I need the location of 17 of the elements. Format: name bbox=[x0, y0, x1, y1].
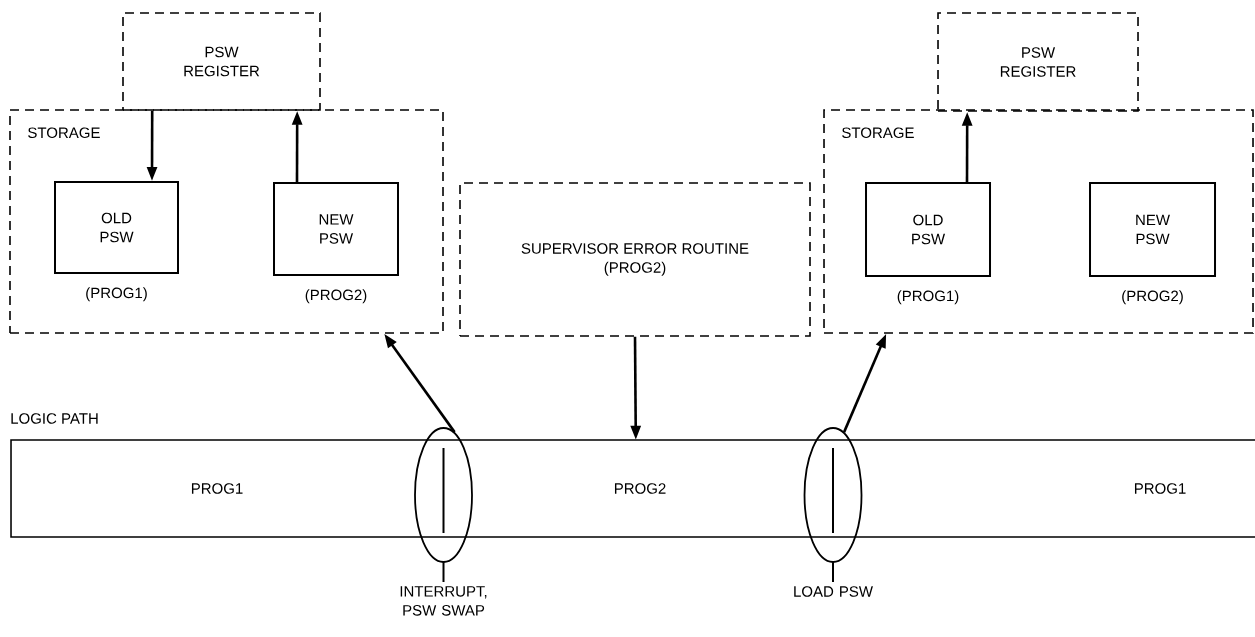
event-caption: LOAD PSW bbox=[794, 586, 873, 597]
psw-box: OLD PSW bbox=[865, 182, 991, 277]
program-caption: (PROG2) bbox=[305, 289, 367, 304]
band-heading: LOGIC PATH bbox=[11, 413, 98, 424]
register-box: PSW REGISTER bbox=[937, 12, 1139, 112]
psw-box: NEW PSW bbox=[273, 182, 399, 276]
program-caption: (PROG2) bbox=[1122, 290, 1183, 305]
psw-box: NEW PSW bbox=[1089, 182, 1216, 277]
event-caption: INTERRUPT, PSW SWAP bbox=[400, 586, 487, 616]
segment-label: PROG2 bbox=[614, 483, 666, 494]
segment-label: PROG1 bbox=[1135, 483, 1186, 494]
program-caption: (PROG1) bbox=[86, 287, 147, 302]
segment-label: PROG1 bbox=[191, 483, 243, 494]
routine-box: SUPERVISOR ERROR ROUTINE (PROG2) bbox=[459, 182, 811, 337]
psw-box: OLD PSW bbox=[54, 181, 179, 274]
register-box: PSW REGISTER bbox=[122, 12, 321, 111]
program-caption: (PROG1) bbox=[897, 290, 959, 305]
